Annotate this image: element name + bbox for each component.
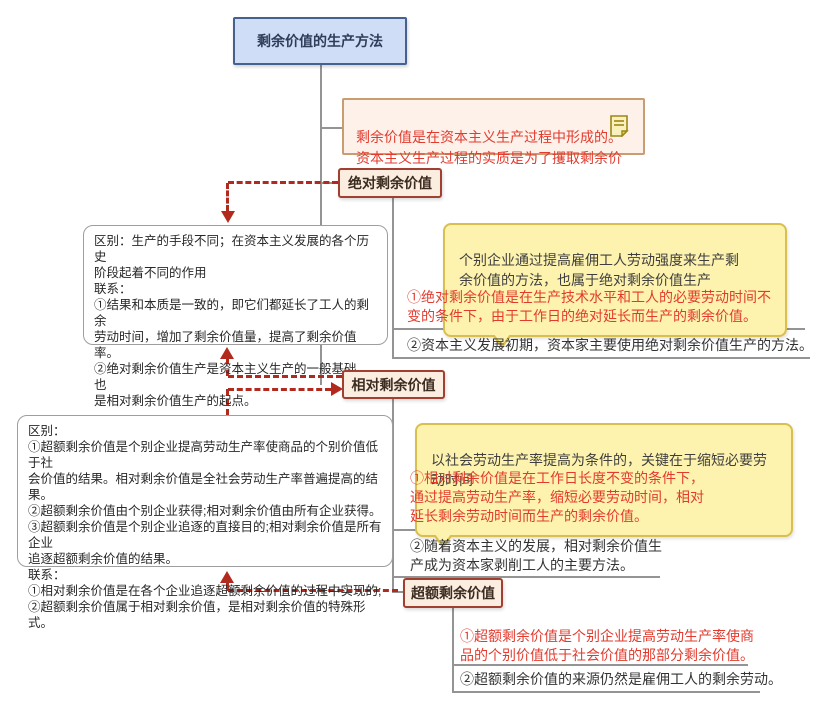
topic-relative-label: 相对剩余价值 [351,376,436,393]
topic-absolute-surplus-value[interactable]: 绝对剩余价值 [338,168,442,198]
excess-point2-text[interactable]: ②超额剩余价值的来源仍然是雇佣工人的剩余劳动。 [460,671,782,687]
arrowhead-up-into-compare2 [220,571,234,583]
relative-drop-line [392,399,394,593]
topic-absolute-label: 绝对剩余价值 [348,175,432,191]
callout-absolute[interactable]: 个别企业通过提高雇佣工人劳动强度来生产剩 余价值的方法，也属于绝对剩余价值生产 [443,223,787,349]
relation-dash-relative-h [228,375,342,378]
root-topic[interactable]: 剩余价值的生产方法 [233,17,407,65]
summary-note[interactable]: 剩余价值是在资本主义生产过程中形成的。 资本主义生产过程的实质是为了攫取剩余价值 [342,98,645,187]
topic-relative-surplus-value[interactable]: 相对剩余价值 [342,370,445,399]
compare-box-absolute-vs-relative[interactable]: 区别：生产的手段不同；在资本主义发展的各个历史 阶段起着不同的作用 联系： ①结… [83,225,388,408]
absolute-point2-branch-line [392,357,810,359]
excess-point1-text[interactable]: ①超额剩余价值是个别企业提高劳动生产率使商 品的个别价值低于社会价值的那部分剩余… [460,628,754,663]
relation-dash-excess-h [228,589,398,592]
excess-point1-branch-line [452,664,748,666]
relation-dash-absolute-h [228,181,338,184]
relation-dash-relative-v [226,358,229,376]
absolute-drop-line [392,198,394,359]
relative-point2-text[interactable]: ②随着资本主义的发展，相对剩余价值生 产成为资本家剥削工人的主要方法。 [410,538,662,573]
excess-point2-branch-line [452,691,760,693]
callout-relative-tail-fill [435,534,451,545]
relation-dash-compare2-h [228,388,331,391]
excess-connector-line [392,591,403,593]
callout-relative-text: 以社会劳动生产率提高为条件的，关键在于缩短必要劳动时间 [431,452,767,488]
relation-dash-absolute-v [226,183,229,211]
relation-dash-compare2-v [226,389,229,415]
note-connector-line [320,127,342,129]
arrowhead-down-into-compare1 [221,211,235,223]
relative-point2-branch-line [392,576,660,578]
absolute-point2-text[interactable]: ②资本主义发展初期，资本家主要使用绝对剩余价值生产的方法。 [407,337,813,353]
arrowhead-right-into-relative [331,382,343,396]
callout-absolute-text: 个别企业通过提高雇佣工人劳动强度来生产剩 余价值的方法，也属于绝对剩余价值生产 [459,252,739,288]
excess-drop-line [452,608,454,693]
topic-excess-surplus-value[interactable]: 超额剩余价值 [403,578,503,608]
topic-excess-label: 超额剩余价值 [411,585,495,601]
root-topic-label: 剩余价值的生产方法 [257,33,383,49]
callout-relative[interactable]: 以社会劳动生产率提高为条件的，关键在于缩短必要劳动时间 [415,423,793,549]
compare-box-excess-vs-relative[interactable]: 区别： ①超额剩余价值是个别企业提高劳动生产率使商品的个别价值低于社 会价值的结… [17,415,393,630]
arrowhead-up-into-compare1 [220,347,234,359]
relation-dash-excess-v [226,583,229,591]
relative-point1-text[interactable]: ①相对剩余价值是在工作日长度不变的条件下， 通过提高劳动生产率，缩短必要劳动时间… [410,470,704,524]
callout-absolute-tail-fill [494,334,510,345]
note-icon[interactable] [609,115,629,137]
absolute-point1-text[interactable]: ①绝对剩余价值是在生产技术水平和工人的必要劳动时间不 变的条件下，由于工作日的绝… [407,289,771,324]
